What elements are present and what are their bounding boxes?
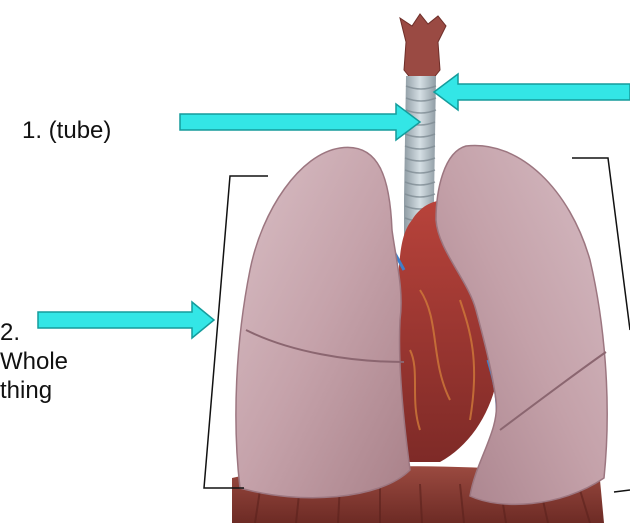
whole-thing-label: 2. Whole thing — [0, 318, 68, 405]
right-bracket — [572, 157, 630, 493]
right-lung-fissure — [499, 351, 607, 431]
arrow-to-lungs — [37, 300, 216, 340]
left-lung-fissure — [245, 329, 405, 363]
arrow-to-trachea — [179, 102, 422, 142]
left-bracket — [203, 175, 268, 489]
larynx — [399, 13, 447, 81]
arrow-from-right — [432, 72, 630, 112]
right-lung — [435, 144, 608, 506]
left-lung — [235, 146, 411, 499]
tube-label: 1. (tube) — [22, 117, 112, 144]
whole-thing-line2: thing — [0, 377, 53, 404]
whole-thing-line1: Whole — [0, 348, 69, 375]
heart-vessels — [409, 289, 476, 431]
whole-thing-number: 2. — [0, 319, 21, 346]
